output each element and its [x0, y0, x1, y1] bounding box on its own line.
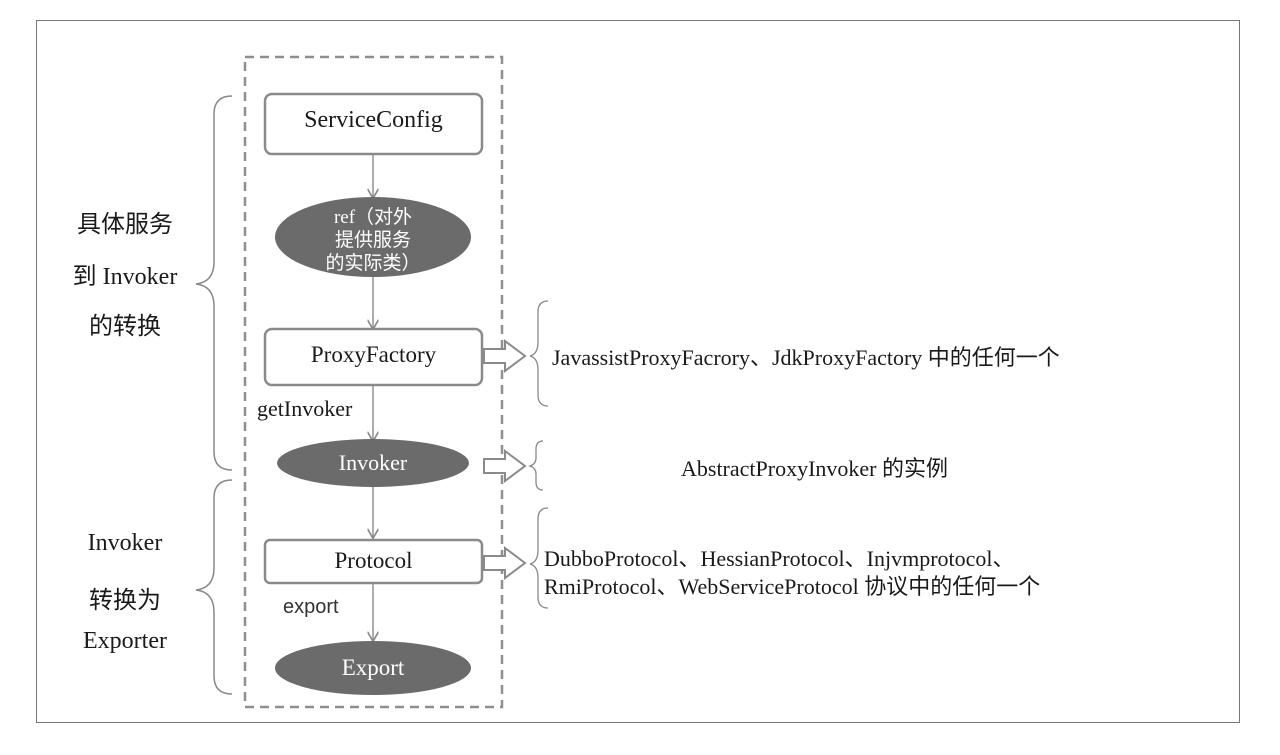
invoker-label: Invoker: [338, 450, 408, 475]
ref-ellipse: [275, 197, 471, 277]
brace-right-invoker: [527, 440, 544, 491]
invoker-ellipse: [277, 439, 469, 487]
serviceconfig-label: ServiceConfig: [304, 107, 443, 133]
export-ellipse: [275, 641, 471, 695]
left-group-label-1: 具体服务: [77, 212, 173, 238]
export-edge-label: export: [283, 596, 339, 618]
invoker-note: AbstractProxyInvoker 的实例: [681, 456, 949, 481]
bottom-group-label-3: Exporter: [83, 628, 167, 654]
protocol-box: [263, 538, 484, 585]
protocol-note-2: RmiProtocol、WebServiceProtocol 协议中的任何一个: [544, 574, 1041, 599]
diagram-frame: [36, 20, 1240, 723]
bottom-group-label-2: 转换为: [89, 588, 161, 614]
getinvoker-label: getInvoker: [257, 396, 353, 421]
brace-left-bottom: [195, 479, 233, 695]
proxyfactory-box: [263, 327, 484, 387]
proxyfactory-note: JavassistProxyFacrory、JdkProxyFactory 中的…: [552, 345, 1060, 370]
left-group-label-2: 到 Invoker: [72, 264, 178, 290]
ref-label-1: ref（对外: [333, 207, 413, 228]
bottom-group-label-1: Invoker: [87, 530, 163, 556]
ref-label-3: 的实际类）: [325, 253, 421, 274]
export-label: Export: [341, 655, 405, 680]
brace-left-top: [195, 95, 233, 471]
proxyfactory-label: ProxyFactory: [310, 342, 437, 367]
serviceconfig-box: [263, 92, 484, 156]
brace-right-protocol: [529, 507, 549, 609]
block-arrow-proxy: [483, 339, 527, 373]
dashed-container: [243, 55, 504, 709]
protocol-label: Protocol: [334, 548, 413, 573]
block-arrow-invoker: [483, 449, 527, 483]
protocol-note-1: DubboProtocol、HessianProtocol、Injvmproto…: [544, 546, 1015, 571]
ref-label-2: 提供服务: [334, 230, 411, 251]
block-arrow-protocol: [483, 546, 527, 580]
left-group-label-3: 的转换: [89, 314, 161, 340]
brace-right-proxy: [529, 300, 549, 407]
